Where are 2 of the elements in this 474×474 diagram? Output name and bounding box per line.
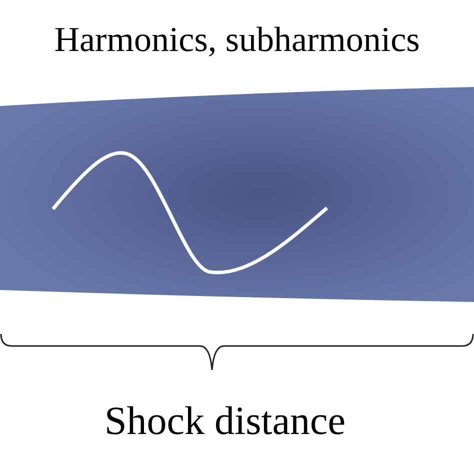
brace-label: Shock distance	[103, 397, 347, 445]
heading-text: Harmonics, subharmonics	[53, 19, 421, 61]
